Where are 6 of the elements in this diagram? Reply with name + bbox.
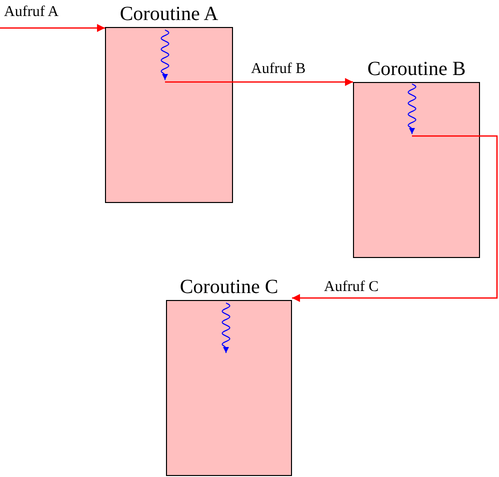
arrow — [165, 78, 353, 86]
arrow — [0, 24, 105, 32]
arrow — [292, 135, 498, 302]
coroutine-title: Coroutine B — [366, 57, 467, 82]
coroutine-title: Coroutine A — [118, 2, 220, 27]
coroutine-title: Coroutine C — [178, 275, 280, 300]
